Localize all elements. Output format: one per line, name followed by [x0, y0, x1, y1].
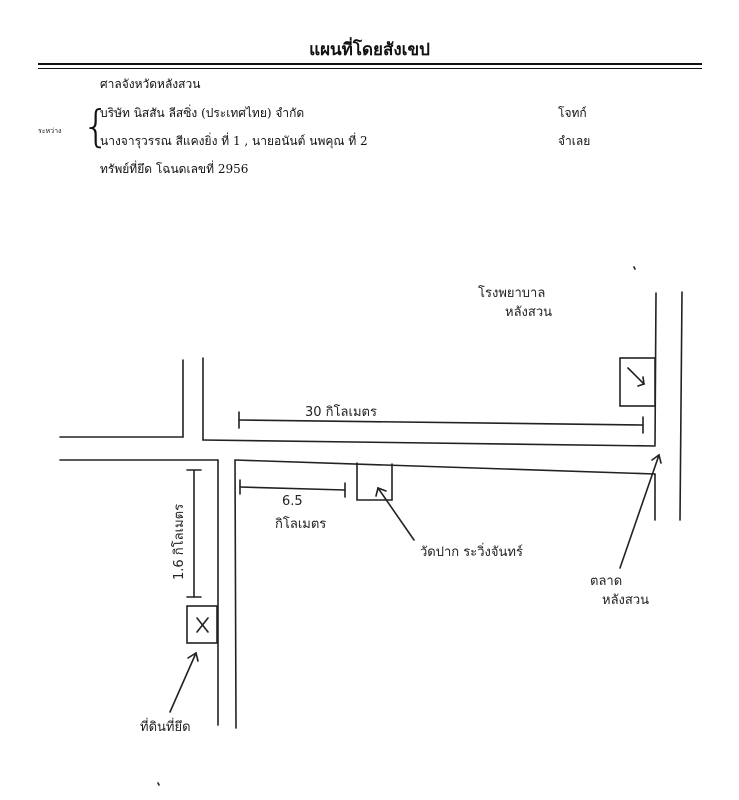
market-label-2: หลังสวน — [602, 593, 649, 608]
distance-vertical-label: 1.6 กิโลเมตร — [171, 504, 187, 580]
between-label: ระหว่าง — [38, 127, 62, 135]
title-rule-thin — [38, 68, 702, 69]
main-road-top-right — [202, 439, 656, 447]
hospital-box — [619, 357, 656, 407]
property-label: ที่ดินที่ยึด — [140, 718, 191, 735]
hospital-label-1: โรงพยาบาล — [478, 285, 545, 301]
main-road-bottom-right — [234, 459, 656, 475]
property-box — [186, 605, 218, 644]
defendant-role: จำเลย — [558, 134, 591, 148]
property-line: ทรัพย์ที่ยึด โฉนดเลขที่ 2956 — [100, 162, 249, 176]
temple-label: วัดปาก ระวิ่งจันทร์ — [420, 543, 523, 560]
distance-main-label: 30 กิโลเมตร — [305, 404, 377, 420]
page-title: แผนที่โดยสังเขป — [309, 40, 430, 60]
temple-box — [356, 462, 393, 501]
court-name: ศาลจังหวัดหลังสวน — [100, 77, 201, 91]
distance-branch-label-2: กิโลเมตร — [275, 516, 326, 532]
left-road-bottom-edge-2 — [234, 459, 237, 729]
market-label-1: ตลาด — [590, 574, 622, 589]
plaintiff-role: โจทก์ — [558, 106, 587, 120]
defendant-name: นางจารุวรรณ สีแคงยิ่ง ที่ 1 , นายอนันต์ … — [100, 134, 368, 148]
right-road-edge-2 — [679, 291, 683, 521]
title-rule-thick — [38, 63, 702, 65]
distance-branch-label-1: 6.5 — [282, 494, 303, 509]
hospital-label-2: หลังสวน — [505, 305, 552, 320]
brace-symbol: { — [82, 101, 110, 152]
plaintiff-name: บริษัท นิสสัน ลีสซิ่ง (ประเทศไทย) จำกัด — [100, 106, 305, 120]
